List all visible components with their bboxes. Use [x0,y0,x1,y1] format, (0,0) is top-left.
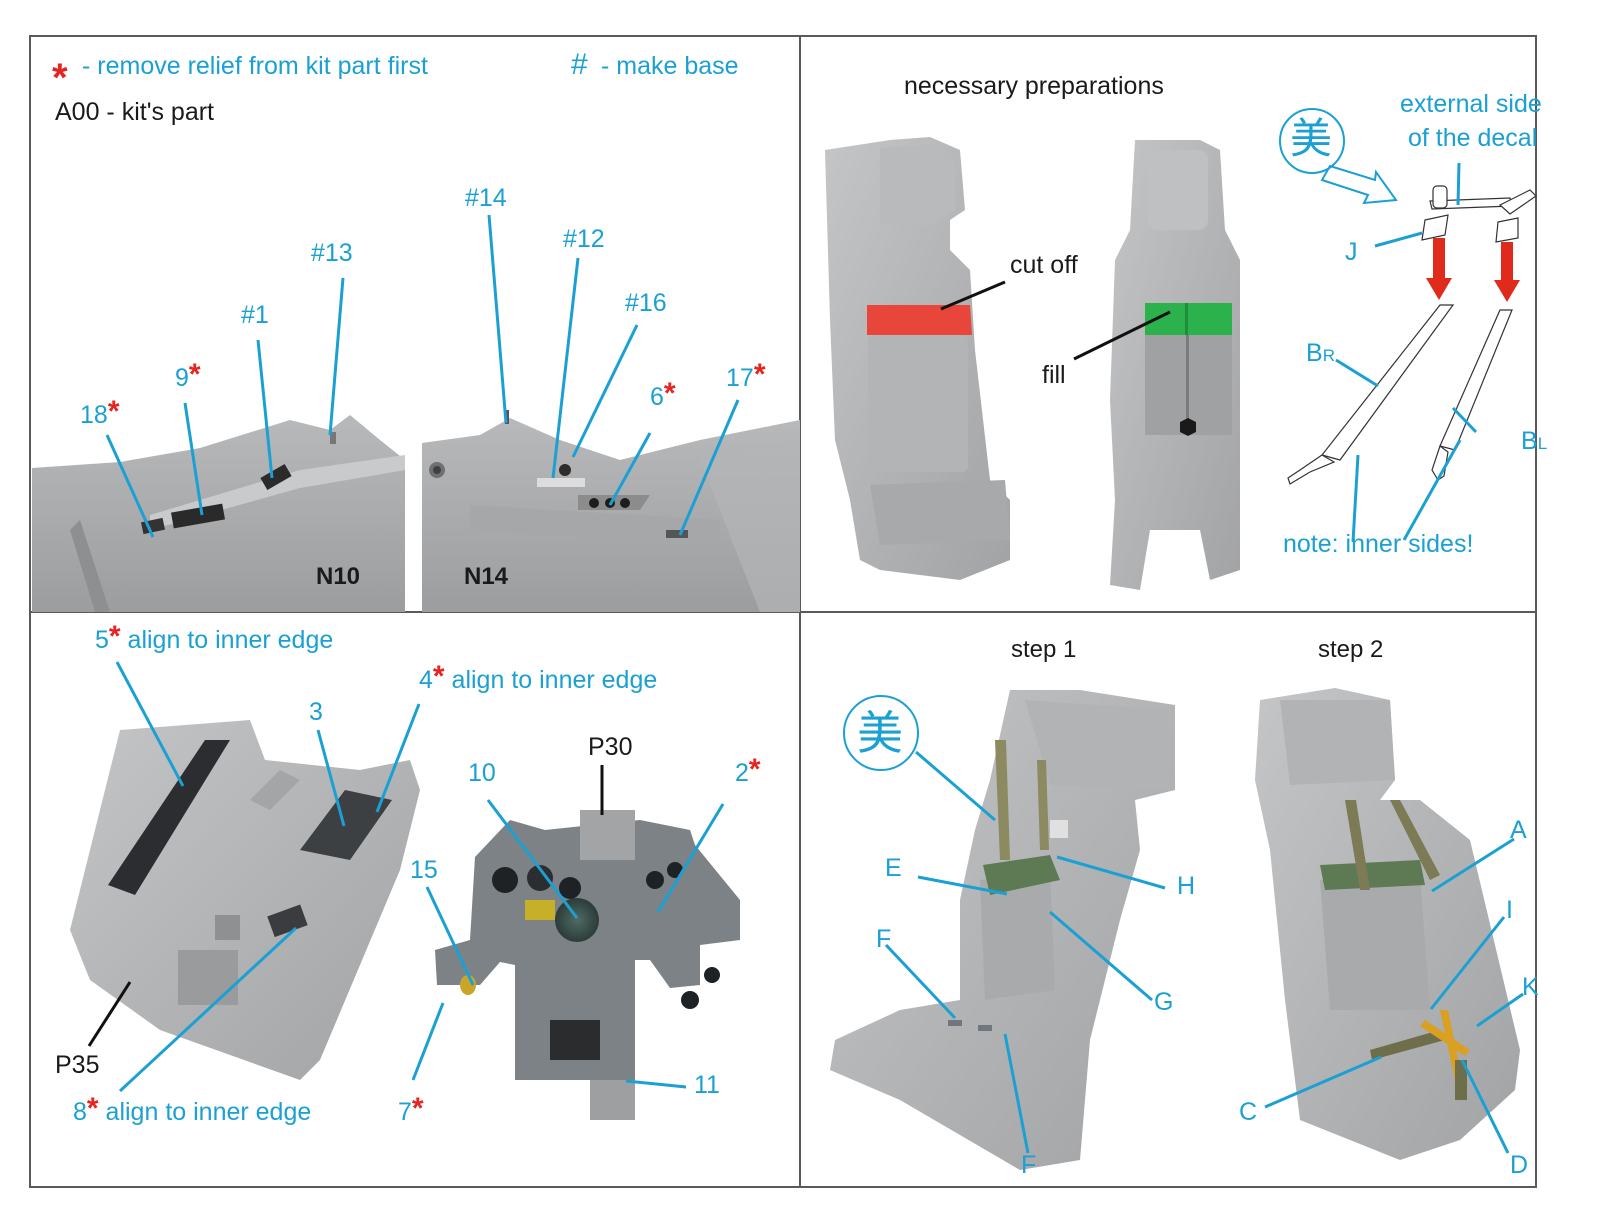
fill-label: fill [1042,361,1066,389]
callout-5: 5* align to inner edge [95,620,334,654]
label-e: E [885,854,902,882]
label-bl: BL [1521,427,1548,455]
callout-10: 10 [468,759,496,787]
callout-13: #13 [311,239,353,267]
callout-6: 6* [650,377,676,411]
callout-8: 8* align to inner edge [73,1092,312,1126]
label-f-lower: F [1021,1151,1037,1179]
label-k: K [1522,973,1539,1001]
cut-off-label: cut off [1010,251,1078,279]
callout-9: 9* [175,358,201,392]
legend-asterisk-text: - remove relief from kit part first [82,52,428,80]
preparations-title: necessary preparations [904,72,1164,100]
horizontal-divider [29,611,1537,613]
part-label-p30: P30 [588,733,633,761]
callout-11: 11 [694,1071,720,1099]
external-side-line2: of the decal [1408,124,1538,152]
label-h: H [1177,872,1196,900]
callout-15: 15 [410,856,438,884]
legend-hash-text: - make base [601,52,739,80]
callout-14: #14 [465,184,507,212]
callout-7: 7* [398,1092,424,1126]
callout-4: 4* align to inner edge [419,660,658,694]
label-d: D [1510,1151,1529,1179]
step1-title: step 1 [1011,636,1077,663]
label-c: C [1239,1098,1258,1126]
note-inner-sides: note: inner sides! [1283,530,1474,558]
callout-17: 17* [726,358,766,392]
part-label-n10: N10 [316,563,361,590]
label-br: BR [1306,339,1335,367]
label-j: J [1345,238,1358,266]
callout-12: #12 [563,225,605,253]
label-g: G [1154,988,1174,1016]
callout-1: #1 [241,301,269,329]
callout-16: #16 [625,289,667,317]
legend-kit-part-text: A00 - kit's part [55,98,214,126]
label-i: I [1506,896,1513,924]
decal-symbol-icon: 美 [1290,115,1333,162]
part-label-n14: N14 [464,563,509,590]
callout-3: 3 [309,698,323,726]
asterisk-icon: * [52,56,68,100]
external-side-line1: external side [1400,90,1542,118]
decal-symbol-step1-icon: 美 [857,707,903,759]
step2-title: step 2 [1318,636,1384,663]
hash-icon: # [571,48,588,81]
callout-2: 2* [735,753,761,787]
label-a: A [1510,816,1527,844]
callout-18: 18* [80,395,120,429]
label-f-upper: F [876,925,892,953]
part-label-p35: P35 [55,1051,100,1079]
